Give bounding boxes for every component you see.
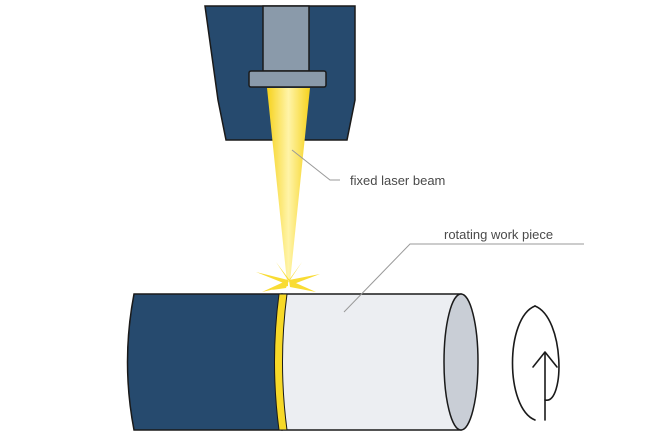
workpiece-end-face (443, 293, 479, 431)
laser-beam-label: fixed laser beam (350, 173, 445, 188)
work-piece-label: rotating work piece (444, 227, 553, 242)
laser-beam (267, 88, 310, 282)
workpiece-joined-section (126, 293, 283, 431)
rotation-arrow-icon (511, 305, 560, 421)
workpiece-unjoined-section (281, 293, 462, 431)
nozzle-column (262, 5, 310, 72)
beam-leader-line (291, 149, 340, 181)
workpiece-leader-line (343, 243, 584, 313)
weld-spark-icon (256, 262, 320, 292)
nozzle-collar (248, 70, 327, 88)
weld-seam (274, 293, 288, 431)
